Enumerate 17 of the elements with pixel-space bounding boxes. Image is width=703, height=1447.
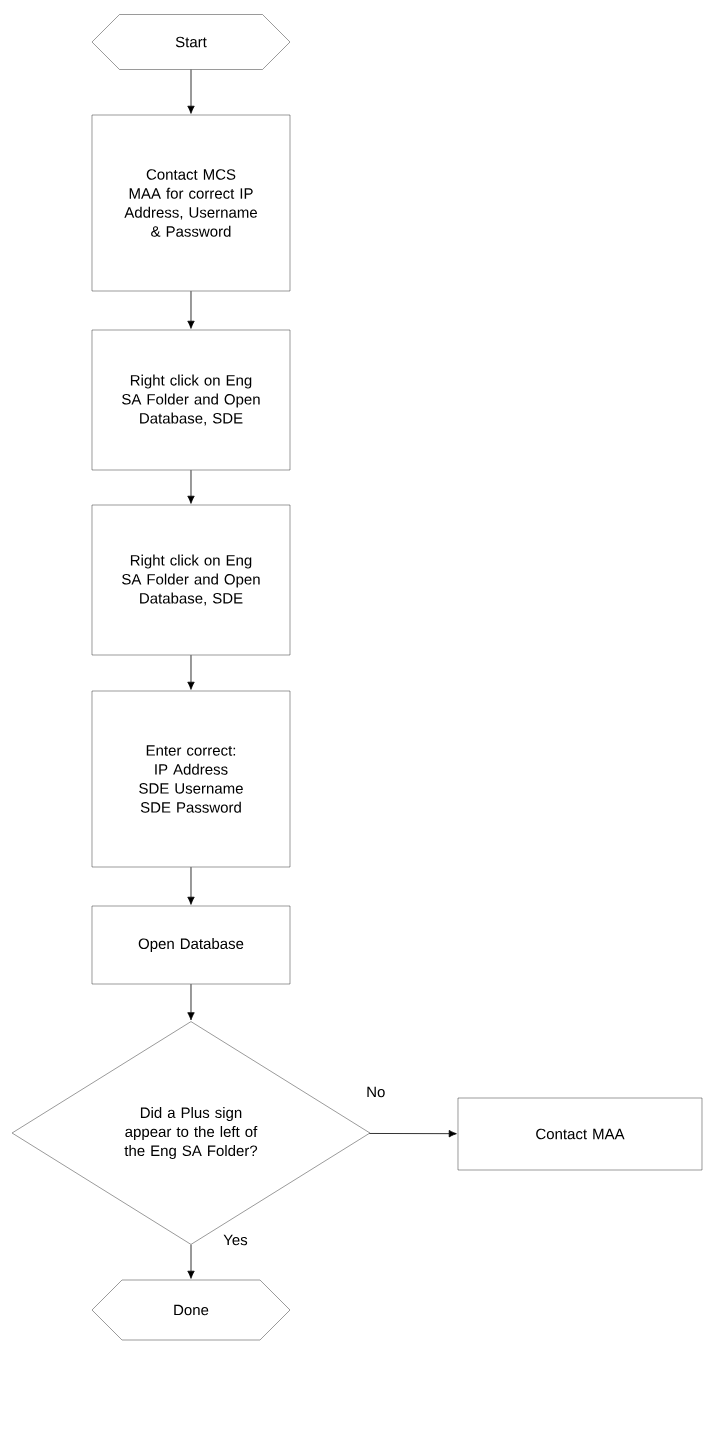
- arrow: [187, 654, 195, 690]
- terminal-hexagon: Start: [91, 14, 291, 70]
- edge-label: Yes: [222, 1233, 249, 1247]
- arrow: [187, 983, 195, 1021]
- arrow: [369, 1130, 457, 1138]
- process-box: Right click on Eng SA Folder and Open Database, SDE: [91, 504, 291, 656]
- arrow: [187, 1244, 195, 1279]
- process-box: Contact MCS MAA for correct IP Address, Username & Password: [91, 114, 291, 292]
- process-box: Enter correct: IP Address SDE Username SDE Password: [91, 690, 291, 868]
- arrow: [187, 290, 195, 329]
- arrow: [187, 866, 195, 905]
- process-box: Open Database: [91, 905, 291, 985]
- arrow: [187, 469, 195, 504]
- arrow: [187, 69, 195, 114]
- process-box: Right click on Eng SA Folder and Open Database, SDE: [91, 329, 291, 471]
- terminal-hexagon: Done: [91, 1279, 291, 1341]
- process-box: Contact MAA: [457, 1097, 703, 1171]
